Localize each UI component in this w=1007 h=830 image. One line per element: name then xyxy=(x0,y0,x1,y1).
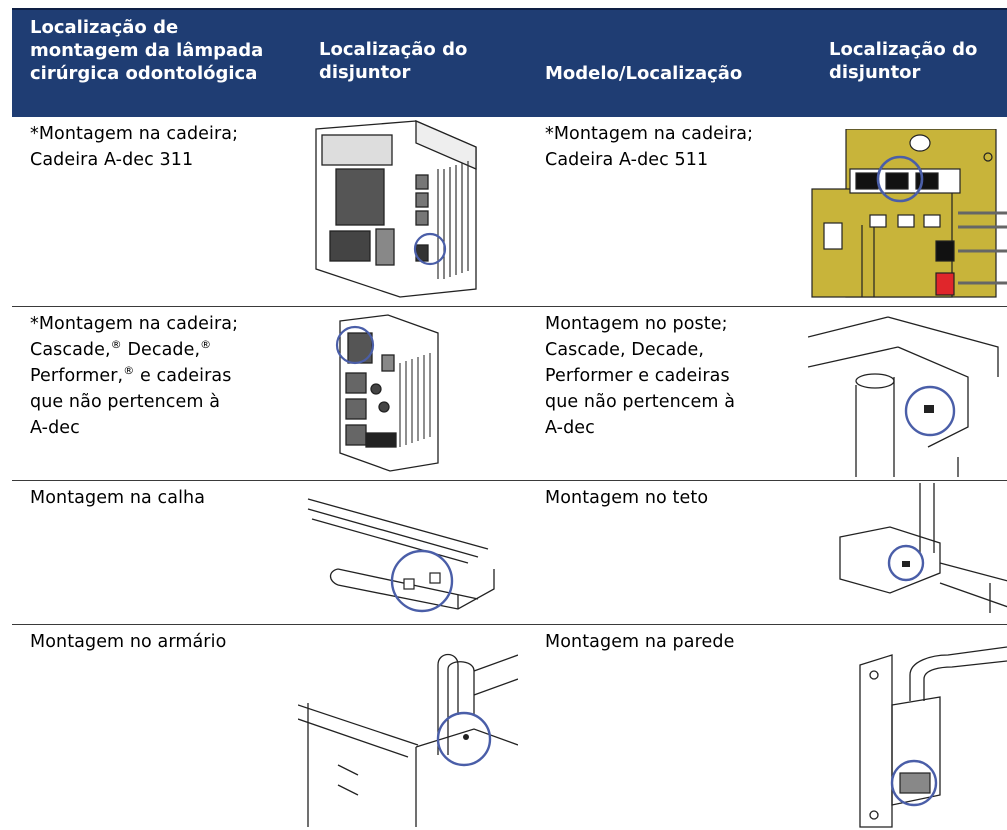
wall-mount-breaker-illustration xyxy=(852,645,1007,830)
header-model-location: Modelo/Localização xyxy=(545,63,743,84)
table-row: *Montagem na cadeira; Cadeira A-dec 311 xyxy=(12,115,1007,307)
row2-left-decade: Decade, xyxy=(127,340,201,360)
ceiling-mount-breaker-illustration xyxy=(830,483,1007,623)
track-mount-breaker-illustration xyxy=(298,489,498,619)
row2-left-text: *Montagem na cadeira; Cascade,® Decade,®… xyxy=(30,311,315,441)
table-row: Montagem na calha Montagem no teto xyxy=(12,481,1007,625)
row2-left-cascade: Cascade, xyxy=(30,340,111,360)
table-row: Montagem no armário xyxy=(12,625,1007,830)
header-breaker-location-2: Localização do disjuntor xyxy=(829,39,978,83)
chair-311-breaker-illustration xyxy=(298,119,498,299)
chair-511-breaker-illustration xyxy=(808,129,1007,299)
row1-left-text: *Montagem na cadeira; Cadeira A-dec 311 xyxy=(30,124,239,170)
row4-left-text: Montagem no armário xyxy=(30,632,227,652)
row2-left-line: *Montagem na cadeira; xyxy=(30,314,239,334)
row2-right-text: Montagem no poste; Cascade, Decade, Perf… xyxy=(545,314,736,438)
table-row: *Montagem na cadeira; Cascade,® Decade,®… xyxy=(12,307,1007,481)
header-breaker-location-1: Localização do disjuntor xyxy=(319,39,468,83)
row2-left-performer: Performer, xyxy=(30,366,124,386)
row4-right-text: Montagem na parede xyxy=(545,632,735,652)
row3-right-text: Montagem no teto xyxy=(545,488,709,508)
row2-left-line: que não pertencem à xyxy=(30,392,221,412)
registered-mark: ® xyxy=(200,338,212,351)
header-mount-location: Localização de montagem da lâmpada cirúr… xyxy=(30,17,264,84)
registered-mark: ® xyxy=(123,364,135,377)
row3-left-text: Montagem na calha xyxy=(30,488,206,508)
table-header: Localização de montagem da lâmpada cirúr… xyxy=(12,8,1007,117)
registered-mark: ® xyxy=(110,338,122,351)
row2-left-line: A-dec xyxy=(30,418,80,438)
chair-mount-breaker-illustration xyxy=(326,313,446,473)
row1-right-text: *Montagem na cadeira; Cadeira A-dec 511 xyxy=(545,124,754,170)
pole-mount-breaker-illustration xyxy=(808,307,1007,477)
row2-left-others: e cadeiras xyxy=(140,366,232,386)
cabinet-mount-breaker-illustration xyxy=(298,635,518,830)
